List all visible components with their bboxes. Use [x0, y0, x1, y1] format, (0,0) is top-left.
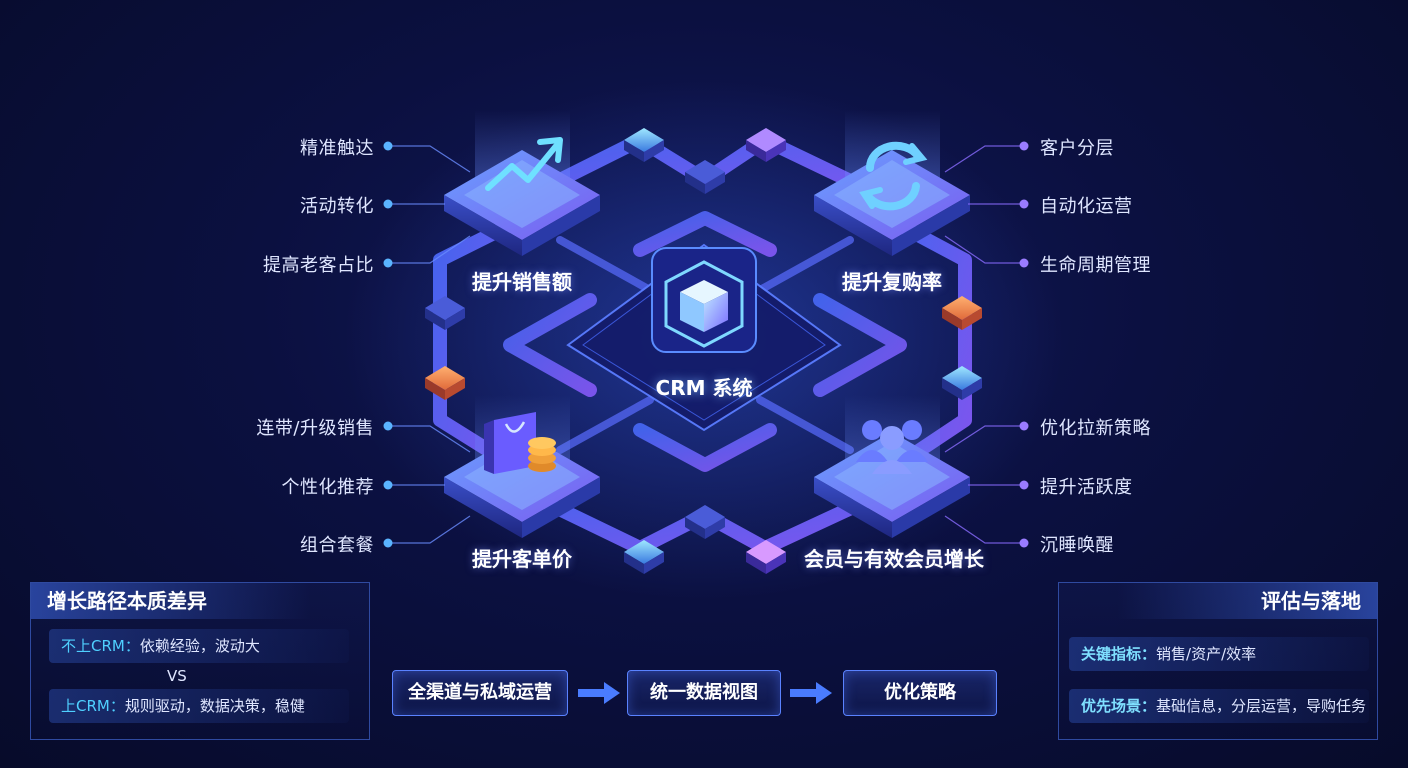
flow-step-optimize: 优化策略	[843, 670, 997, 716]
platform-bottom-left	[444, 432, 600, 538]
label-cross-upsell: 连带/升级销售	[256, 418, 374, 439]
node-bottom-2	[685, 505, 725, 539]
without-crm-key: 不上CRM：	[61, 637, 140, 655]
label-customer-segmentation: 客户分层	[1040, 138, 1114, 159]
label-connectors	[388, 145, 1024, 544]
flow-step-unified-data: 统一数据视图	[627, 670, 781, 716]
pipe-diag-tl	[556, 236, 654, 294]
priority-scenarios-key: 优先场景：	[1081, 697, 1157, 715]
flow-arrow-1	[578, 682, 620, 704]
growth-path-title: 增长路径本质差异	[31, 583, 311, 619]
node-left-2	[425, 366, 465, 400]
pipe-inner-left	[503, 293, 597, 397]
priority-scenarios-text: 基础信息，分层运营，导购任务	[1156, 697, 1367, 715]
pipe-diag-br	[756, 396, 854, 454]
cube-icon	[651, 247, 757, 353]
refresh-cycle-icon	[859, 141, 928, 211]
label-returning-customer-ratio: 提高老客占比	[263, 255, 374, 276]
pipe-inner-right	[813, 293, 907, 397]
quadrant-title-repurchase: 提升复购率	[842, 270, 942, 294]
user-group-icon	[856, 420, 928, 474]
quadrant-title-sales: 提升销售额	[472, 270, 572, 294]
vs-label: VS	[167, 667, 187, 685]
center-title: CRM 系统	[655, 376, 753, 400]
pipe-diag-tr	[756, 236, 854, 294]
label-precise-reach: 精准触达	[300, 138, 374, 159]
node-top-2	[685, 160, 725, 194]
label-boost-activity: 提升活跃度	[1040, 477, 1133, 498]
pipe-outer-right	[883, 213, 972, 477]
with-crm-row: 上CRM：规则驱动，数据决策，稳健	[49, 689, 349, 723]
with-crm-key: 上CRM：	[61, 697, 125, 715]
growth-path-panel: 增长路径本质差异 不上CRM：依赖经验，波动大 VS 上CRM：规则驱动，数据决…	[30, 582, 370, 740]
platform-bottom-right	[814, 432, 970, 538]
shopping-bag-coins-icon	[484, 412, 556, 474]
label-acquisition-strategy: 优化拉新策略	[1040, 418, 1151, 439]
label-dots	[383, 141, 1029, 548]
node-left-1	[425, 296, 465, 330]
quadrant-title-order-value: 提升客单价	[472, 547, 572, 571]
evaluation-title: 评估与落地	[1117, 583, 1377, 619]
label-personalized-recommendation: 个性化推荐	[281, 477, 374, 498]
without-crm-row: 不上CRM：依赖经验，波动大	[49, 629, 349, 663]
flow-step-omnichannel: 全渠道与私域运营	[392, 670, 568, 716]
flow-arrow-2	[790, 682, 832, 704]
node-top-1	[624, 128, 664, 162]
node-right-2	[942, 366, 982, 400]
platform-top-right	[814, 150, 970, 256]
node-top-3	[746, 128, 786, 162]
key-metrics-key: 关键指标：	[1081, 645, 1157, 663]
with-crm-text: 规则驱动，数据决策，稳健	[124, 697, 305, 715]
node-bottom-3	[746, 540, 786, 574]
pipe-outer-left	[433, 213, 527, 477]
quadrant-title-member-growth: 会员与有效会员增长	[804, 547, 984, 571]
priority-scenarios-row: 优先场景：基础信息，分层运营，导购任务	[1069, 689, 1369, 723]
label-bundle-package: 组合套餐	[300, 535, 374, 556]
label-campaign-conversion: 活动转化	[300, 196, 374, 217]
trend-up-arrow-icon	[485, 137, 563, 191]
node-right-1	[942, 296, 982, 330]
pipe-inner-top	[633, 211, 777, 257]
label-lifecycle-management: 生命周期管理	[1040, 255, 1151, 276]
label-dormant-reactivation: 沉睡唤醒	[1040, 535, 1114, 556]
without-crm-text: 依赖经验，波动大	[139, 637, 260, 655]
pipe-diag-bl	[556, 396, 654, 454]
key-metrics-row: 关键指标：销售/资产/效率	[1069, 637, 1369, 671]
key-metrics-text: 销售/资产/效率	[1156, 645, 1257, 663]
node-bottom-1	[624, 540, 664, 574]
pipe-inner-bottom	[633, 423, 777, 472]
junction-nodes	[425, 128, 982, 574]
label-automated-operation: 自动化运营	[1040, 196, 1133, 217]
platform-top-left	[444, 150, 600, 256]
evaluation-panel: 评估与落地 关键指标：销售/资产/效率 优先场景：基础信息，分层运营，导购任务	[1058, 582, 1378, 740]
